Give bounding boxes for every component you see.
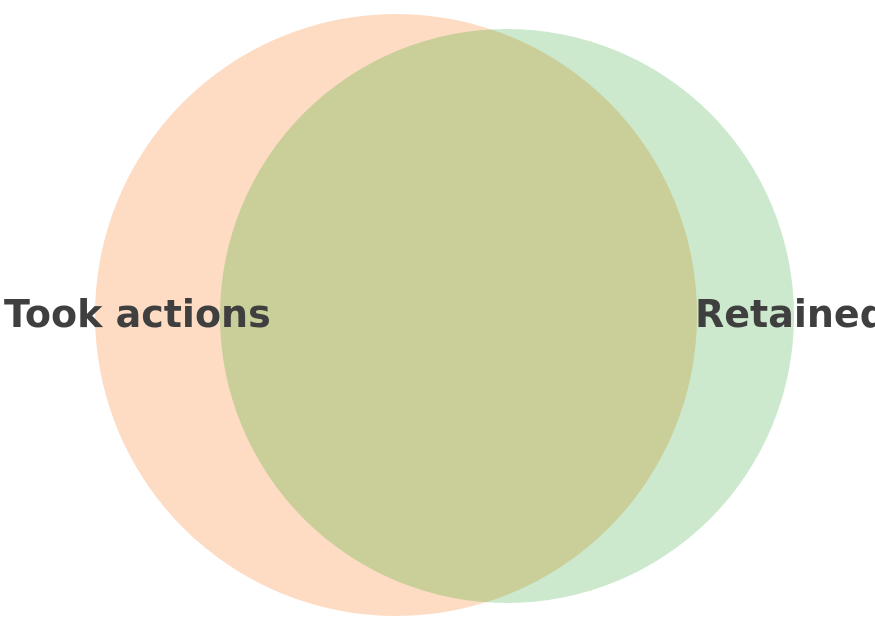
- set-label-retained: Retained: [695, 292, 875, 336]
- set-label-took-actions: Took actions: [4, 292, 271, 336]
